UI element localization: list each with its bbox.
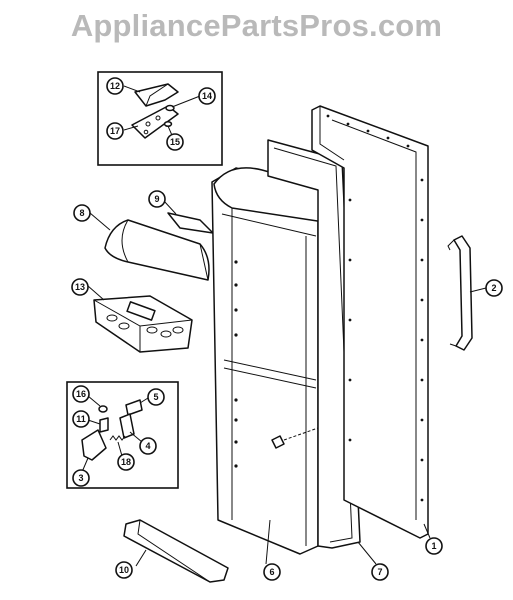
bushing-part [163, 121, 173, 127]
hinge-cover-part [134, 83, 179, 107]
svg-text:1: 1 [431, 541, 436, 551]
lower-hinge-inset [66, 381, 179, 489]
shelf-bar-part [123, 519, 229, 583]
callout-14: 14 [198, 87, 216, 105]
leader-lines [81, 85, 487, 567]
callout-4: 4 [139, 437, 157, 455]
svg-text:2: 2 [491, 283, 496, 293]
hinge-inset [97, 71, 223, 166]
door-handle-part [447, 235, 473, 351]
callout-17: 17 [106, 122, 124, 140]
svg-text:17: 17 [110, 126, 120, 136]
svg-text:4: 4 [145, 441, 150, 451]
svg-text:6: 6 [269, 567, 274, 577]
callout-7: 7 [371, 563, 389, 581]
svg-text:16: 16 [76, 389, 86, 399]
callout-13: 13 [71, 278, 89, 296]
svg-text:15: 15 [170, 137, 180, 147]
svg-text:18: 18 [121, 457, 131, 467]
svg-text:9: 9 [154, 194, 159, 204]
outer-door-panel-part [311, 105, 429, 539]
callout-9: 9 [148, 190, 166, 208]
callout-15: 15 [166, 133, 184, 151]
svg-text:10: 10 [119, 565, 129, 575]
egg-tray-part [93, 295, 193, 353]
lower-hinge-inset-frame [66, 381, 179, 489]
svg-text:12: 12 [110, 81, 120, 91]
callout-6: 6 [263, 563, 281, 581]
hinge-inset-frame [97, 71, 223, 166]
callout-2: 2 [485, 279, 503, 297]
svg-text:5: 5 [153, 392, 158, 402]
callout-5: 5 [147, 388, 165, 406]
svg-text:3: 3 [78, 473, 83, 483]
callout-12: 12 [106, 77, 124, 95]
svg-text:14: 14 [202, 91, 212, 101]
trim-part [167, 212, 214, 234]
svg-text:8: 8 [79, 208, 84, 218]
svg-text:7: 7 [377, 567, 382, 577]
svg-text:11: 11 [76, 414, 86, 424]
callout-3: 3 [72, 469, 90, 487]
callout-1: 1 [425, 537, 443, 555]
callout-16: 16 [72, 385, 90, 403]
hinge-plate-part [131, 105, 179, 139]
callout-10: 10 [115, 561, 133, 579]
door-liner-part [211, 167, 327, 555]
callout-11: 11 [72, 410, 90, 428]
callout-18: 18 [117, 453, 135, 471]
svg-text:13: 13 [75, 282, 85, 292]
callout-8: 8 [73, 204, 91, 222]
dispenser-cover-part [104, 219, 210, 281]
